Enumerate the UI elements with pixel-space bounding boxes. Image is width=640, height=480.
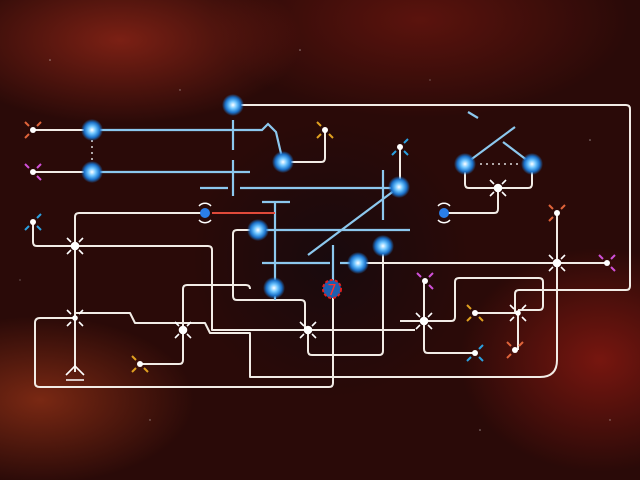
orb[interactable] — [272, 151, 294, 173]
orb[interactable] — [81, 161, 103, 183]
emitter-magenta[interactable] — [416, 272, 434, 290]
orb[interactable] — [222, 94, 244, 116]
junction-node[interactable] — [174, 321, 192, 339]
junction-node[interactable] — [415, 312, 433, 330]
orb[interactable] — [372, 235, 394, 257]
blue-sources[interactable] — [198, 202, 451, 224]
emitter-magenta[interactable] — [598, 254, 616, 272]
emitter-orange[interactable] — [548, 204, 566, 222]
stars — [19, 49, 611, 431]
circuit-wires — [32, 104, 631, 388]
junction-node[interactable] — [299, 321, 317, 339]
emitter-yellow[interactable] — [131, 355, 149, 373]
emitter-magenta[interactable] — [24, 163, 42, 181]
light-orbs[interactable] — [81, 94, 543, 299]
emitter-orange[interactable] — [506, 341, 524, 359]
emitters[interactable] — [24, 121, 616, 373]
orb[interactable] — [247, 219, 269, 241]
orb[interactable] — [454, 153, 476, 175]
light-beams — [91, 111, 533, 300]
counter-badge-value: 7 — [327, 281, 337, 299]
emitter-blue[interactable] — [391, 138, 409, 156]
junction-node[interactable] — [66, 309, 84, 327]
emitter-yellow[interactable] — [316, 121, 334, 139]
orb[interactable] — [388, 176, 410, 198]
junctions[interactable] — [65, 179, 566, 381]
junction-node[interactable] — [489, 179, 507, 197]
junction-node[interactable] — [66, 237, 84, 255]
arrow-receiver-icon — [65, 364, 85, 381]
counter-badge: 7 — [322, 279, 342, 299]
emitter-blue[interactable] — [466, 344, 484, 362]
orb[interactable] — [263, 277, 285, 299]
blue-source-node[interactable] — [437, 202, 451, 224]
junction-node[interactable] — [548, 254, 566, 272]
orb[interactable] — [521, 153, 543, 175]
orb[interactable] — [81, 119, 103, 141]
blue-source-node[interactable] — [198, 202, 212, 224]
emitter-blue[interactable] — [24, 213, 42, 231]
emitter-yellow[interactable] — [466, 304, 484, 322]
junction-node[interactable] — [509, 304, 527, 322]
orb[interactable] — [347, 252, 369, 274]
emitter-orange[interactable] — [24, 121, 42, 139]
